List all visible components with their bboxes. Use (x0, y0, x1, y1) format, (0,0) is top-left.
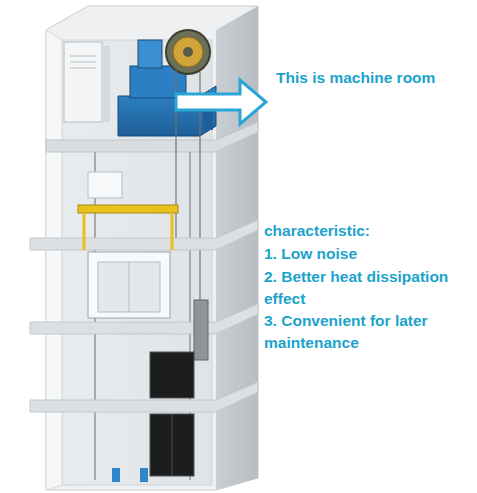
buffer (112, 468, 120, 482)
shaft-side (216, 6, 258, 490)
control-cabinet-side (102, 46, 110, 122)
feature-text: 2. Better heat dissipation effect (264, 266, 474, 310)
shaft-left-wall (46, 30, 62, 490)
landing-door (150, 414, 194, 476)
elevator-car (88, 252, 170, 318)
traction-sheave (166, 30, 210, 74)
floor-slab (30, 220, 258, 250)
car-top-box (88, 172, 122, 198)
buffer (140, 468, 148, 482)
counterweight (194, 300, 208, 360)
feature-text: characteristic: (264, 220, 474, 242)
control-cabinet (64, 42, 102, 122)
pointer-arrow (176, 80, 266, 124)
car-crosshead (78, 205, 178, 213)
feature-text: 3. Convenient for later maintenance (264, 310, 474, 354)
sheave-hub (173, 37, 203, 67)
brake-unit (138, 40, 162, 68)
landing-door (150, 352, 194, 398)
machine-bracket (203, 112, 213, 130)
floor-slab (30, 382, 258, 412)
callout-label: This is machine room (276, 67, 476, 89)
feature-text: 1. Low noise (264, 243, 474, 265)
